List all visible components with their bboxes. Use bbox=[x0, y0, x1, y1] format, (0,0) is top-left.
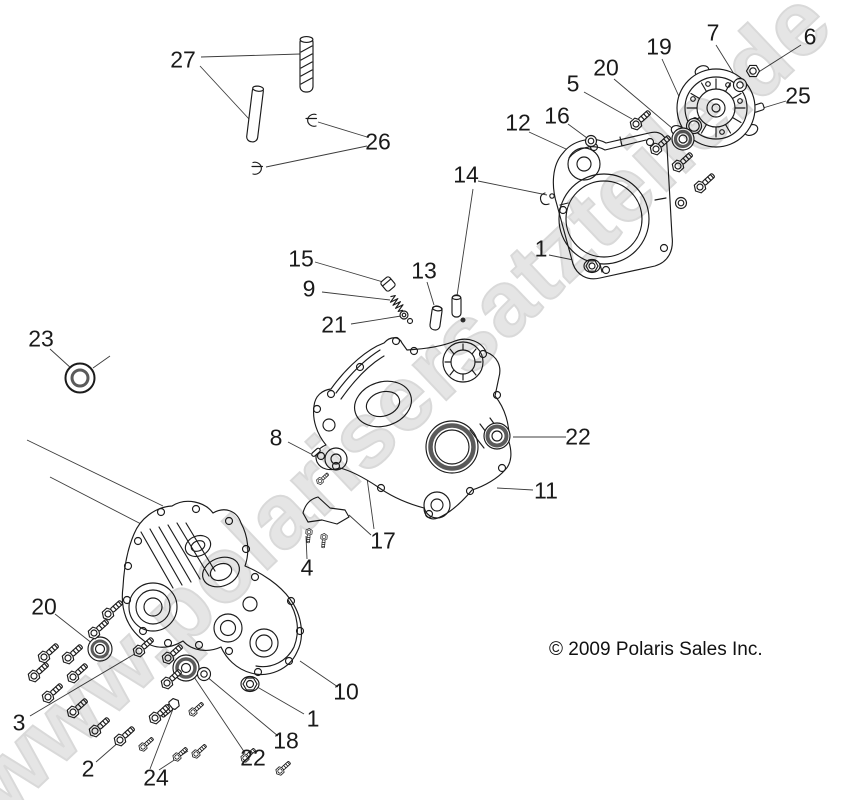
callout-19: 19 bbox=[646, 33, 672, 60]
callout-20: 20 bbox=[593, 54, 619, 81]
callout-22: 22 bbox=[565, 423, 591, 450]
leader-line bbox=[528, 131, 567, 150]
leader-line bbox=[496, 487, 534, 491]
callout-27: 27 bbox=[170, 46, 196, 73]
top-hardware-drawing bbox=[583, 64, 761, 274]
leader-line bbox=[366, 477, 375, 530]
leader-line bbox=[321, 291, 391, 301]
callout-5: 5 bbox=[566, 70, 580, 97]
leader-line bbox=[49, 348, 73, 370]
callout-7: 7 bbox=[706, 19, 720, 46]
callout-25: 25 bbox=[785, 82, 811, 109]
detent-parts-drawing bbox=[380, 276, 466, 331]
leader-line bbox=[251, 683, 305, 715]
front-cover-drawing bbox=[121, 500, 305, 677]
leader-line bbox=[149, 708, 174, 770]
callout-9: 9 bbox=[302, 275, 316, 302]
leader-line bbox=[200, 53, 301, 58]
callout-13: 13 bbox=[411, 257, 437, 284]
leader-line bbox=[92, 355, 111, 369]
center-housing-drawing bbox=[311, 336, 512, 520]
leader-line bbox=[287, 441, 312, 455]
callout-8: 8 bbox=[269, 424, 283, 451]
leader-line bbox=[314, 261, 384, 283]
leader-line bbox=[567, 123, 588, 139]
leader-line bbox=[583, 91, 633, 120]
callout-23: 23 bbox=[28, 325, 54, 352]
callout-2: 2 bbox=[81, 755, 95, 782]
leader-line bbox=[189, 670, 246, 754]
leader-line bbox=[205, 675, 279, 737]
leader-line bbox=[348, 514, 372, 536]
callout-16: 16 bbox=[544, 102, 570, 129]
callout-10: 10 bbox=[333, 678, 359, 705]
leader-line bbox=[54, 613, 94, 645]
callout-15: 15 bbox=[288, 245, 314, 272]
bottom-hardware-drawing bbox=[25, 362, 293, 778]
leader-line bbox=[456, 188, 474, 297]
callout-1: 1 bbox=[306, 705, 320, 732]
callout-18: 18 bbox=[273, 727, 299, 754]
leader-line bbox=[756, 44, 802, 74]
callout-20: 20 bbox=[31, 593, 57, 620]
leader-line bbox=[477, 180, 548, 196]
leader-line bbox=[613, 78, 680, 135]
leader-line bbox=[29, 651, 139, 717]
leader-line bbox=[265, 145, 368, 168]
callout-4: 4 bbox=[300, 554, 314, 581]
callout-24: 24 bbox=[143, 764, 169, 791]
leader-line bbox=[26, 439, 164, 507]
bracket-drawing bbox=[302, 496, 350, 549]
dowel-pins-drawing bbox=[246, 36, 314, 143]
leader-line bbox=[299, 660, 339, 688]
rear-cover-drawing bbox=[539, 131, 673, 280]
callout-26: 26 bbox=[365, 128, 391, 155]
callout-11: 11 bbox=[534, 477, 558, 504]
leader-line bbox=[199, 65, 250, 120]
clips-drawing bbox=[251, 113, 318, 175]
leader-line bbox=[305, 535, 308, 560]
leader-line bbox=[350, 315, 402, 325]
callout-17: 17 bbox=[370, 527, 396, 554]
callout-3: 3 bbox=[12, 709, 26, 736]
callout-12: 12 bbox=[505, 109, 531, 136]
leader-line bbox=[426, 281, 435, 306]
callout-22: 22 bbox=[240, 744, 266, 771]
callout-6: 6 bbox=[803, 23, 817, 50]
callout-21: 21 bbox=[321, 311, 347, 338]
copyright-text: © 2009 Polaris Sales Inc. bbox=[549, 639, 763, 660]
callout-14: 14 bbox=[453, 161, 479, 188]
leader-line bbox=[317, 121, 368, 138]
callout-1: 1 bbox=[534, 235, 548, 262]
